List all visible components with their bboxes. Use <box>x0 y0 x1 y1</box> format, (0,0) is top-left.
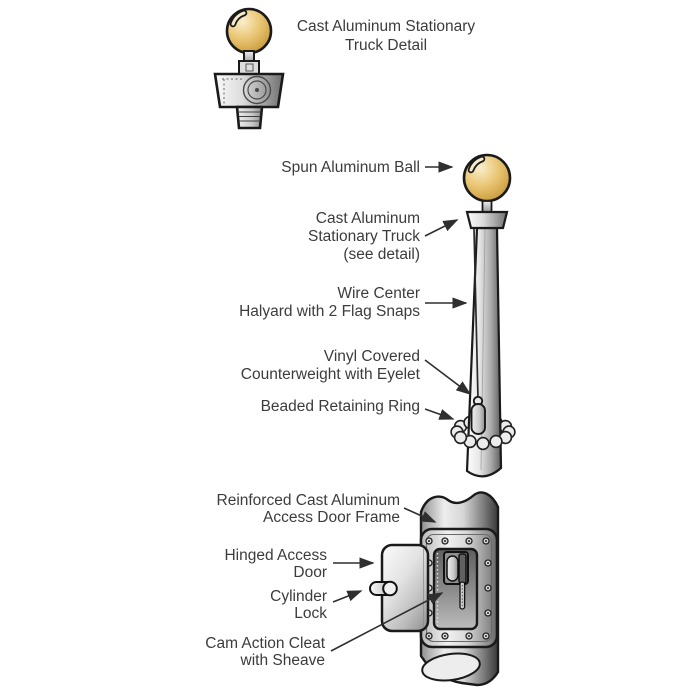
cylinder-lock <box>369 580 398 597</box>
detail-stub-threads <box>239 111 260 122</box>
cleat-sheave <box>446 555 459 582</box>
label-door-frame-line2: Access Door Frame <box>263 509 400 526</box>
flagpole-upper-section <box>450 153 516 478</box>
arrow-stationary-truck <box>424 219 459 237</box>
flagpole-base-section <box>369 491 500 687</box>
detail-threaded-stub <box>235 105 264 130</box>
frame-rivet-centers <box>428 540 489 637</box>
detail-ball-highlight <box>231 11 246 26</box>
callout-arrows <box>330 161 472 652</box>
callout-labels: Spun Aluminum Ball Cast Aluminum Station… <box>205 159 420 669</box>
arrow-door-frame <box>403 507 437 523</box>
detail-title-line1: Cast Aluminum Stationary <box>297 18 476 35</box>
label-access-door-line1: Hinged Access <box>224 547 327 564</box>
label-retaining-ring: Beaded Retaining Ring <box>261 398 420 415</box>
halyard-rope <box>473 228 479 400</box>
detail-sheave-inner <box>247 80 267 100</box>
ball-stem <box>481 200 493 213</box>
detail-truck-body <box>213 72 285 109</box>
label-halyard-line1: Wire Center <box>337 285 420 302</box>
arrow-counterweight <box>424 359 472 395</box>
label-truck-line3: (see detail) <box>343 246 420 263</box>
label-spun-ball: Spun Aluminum Ball <box>281 159 420 176</box>
detail-title-line2: Truck Detail <box>345 37 427 54</box>
label-counterweight-line1: Vinyl Covered <box>324 348 420 365</box>
label-cleat-line1: Cam Action Cleat <box>205 635 325 652</box>
detail-sheave-axle <box>255 88 259 92</box>
detail-gold-ball <box>225 7 273 55</box>
label-lock-line1: Cylinder <box>270 588 327 605</box>
label-truck-line1: Cast Aluminum <box>316 210 420 227</box>
ball-highlight <box>469 157 484 172</box>
cylinder-bottom-opening <box>421 652 481 682</box>
detail-truck-dashed-lines <box>222 78 242 104</box>
detail-sheave-outer <box>242 75 272 105</box>
cylinder-lock-face <box>382 580 398 597</box>
label-access-door-line2: Door <box>293 564 327 581</box>
label-halyard-line2: Halyard with 2 Flag Snaps <box>239 303 420 320</box>
arrow-cam-cleat <box>330 592 444 652</box>
cleat-cam-bar <box>458 553 467 584</box>
detail-spindle-mark <box>245 63 254 72</box>
arrow-retaining-ring <box>424 408 455 420</box>
stationary-truck <box>465 210 509 230</box>
label-door-frame-line1: Reinforced Cast Aluminum <box>217 492 401 509</box>
label-lock-line2: Lock <box>294 605 327 622</box>
detail-spindle <box>238 60 260 75</box>
beaded-retaining-ring-front <box>450 425 516 451</box>
label-cleat-line2: with Sheave <box>240 652 325 669</box>
arrow-cylinder-lock <box>332 590 363 603</box>
label-truck-line2: Stationary Truck <box>308 228 420 245</box>
cam-action-cleat <box>443 551 469 610</box>
spun-aluminum-ball <box>462 153 512 203</box>
truck-detail-inset: Cast Aluminum Stationary Truck Detail <box>213 7 476 130</box>
label-counterweight-line2: Counterweight with Eyelet <box>241 366 421 383</box>
vinyl-counterweight <box>470 403 486 435</box>
